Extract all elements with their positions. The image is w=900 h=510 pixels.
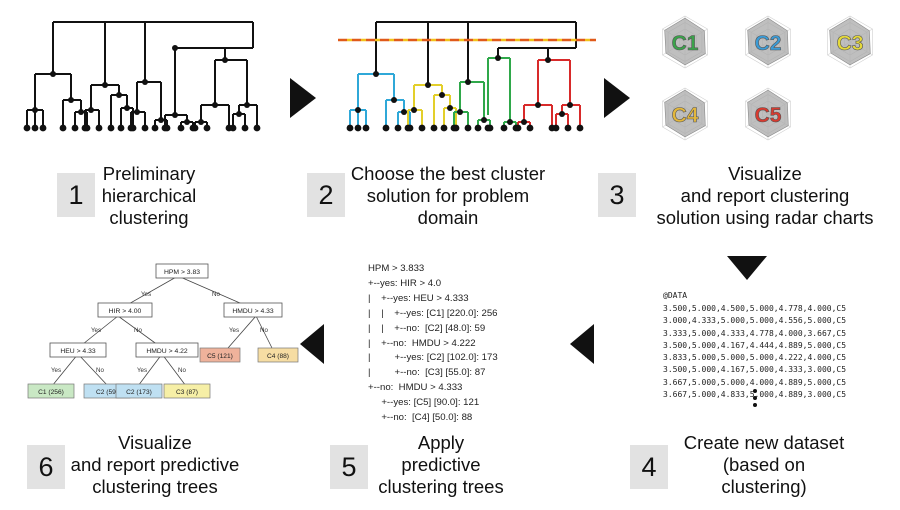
dataset-header: @DATA bbox=[663, 291, 688, 300]
tree-text-line: | +--yes: HEU > 4.333 bbox=[368, 292, 469, 304]
tree-leaf-box bbox=[27, 383, 75, 399]
edge-label-yes: Yes bbox=[229, 327, 239, 334]
tree-text-line: | +--yes: [C2] [102.0]: 173 bbox=[368, 352, 498, 364]
tree-leaf-label: C4 (88) bbox=[267, 353, 289, 360]
step-number-4: 4 bbox=[630, 445, 668, 489]
arrow-right-icon bbox=[604, 78, 630, 118]
tree-leaf-box bbox=[199, 347, 241, 363]
tree-leaf-label: C1 (256) bbox=[38, 389, 64, 396]
tree-text-line: +--no: [C4] [50.0]: 88 bbox=[368, 412, 473, 424]
dataset-row: 3.000,4.333,5.000,5.000,4.556,5.000,C5 bbox=[663, 316, 847, 326]
tree-leaf-box bbox=[115, 383, 163, 399]
step-number-2: 2 bbox=[307, 173, 345, 217]
edge-label-yes: Yes bbox=[91, 327, 101, 334]
step-number-3: 3 bbox=[598, 173, 636, 217]
radar-chart-c5: C5 bbox=[745, 87, 791, 141]
dataset-row: 3.667,5.000,4.833,5.000,4.889,3.000,C5 bbox=[663, 390, 847, 400]
tree-node-left: HIR > 4.00 bbox=[109, 308, 142, 315]
tree-text-line: +--yes: HIR > 4.0 bbox=[368, 277, 442, 289]
radar-chart-c2: C2 bbox=[745, 15, 791, 69]
tree-text-output: HPM > 3.833 +--yes: HIR > 4.0 | +--yes: HE… bbox=[368, 262, 498, 426]
edge-label-no: No bbox=[96, 367, 104, 374]
dendrogram-plain bbox=[23, 21, 261, 132]
dataset-rows: 3.500,5.000,4.500,5.000,4.778,4.000,C5 3.… bbox=[663, 303, 846, 401]
arrow-left-icon bbox=[570, 324, 594, 364]
radar-chart-label: C5 bbox=[755, 104, 782, 127]
tree-text-line: | +--no: [C3] [55.0]: 87 bbox=[368, 367, 486, 379]
dataset-row: 3.500,5.000,4.500,5.000,4.778,4.000,C5 bbox=[663, 304, 847, 313]
radar-chart-c1: C1 bbox=[662, 15, 708, 69]
tree-text-line: +--yes: [C5] [90.0]: 121 bbox=[368, 397, 480, 409]
step-number-1: 1 bbox=[57, 173, 95, 217]
step-number-5: 5 bbox=[330, 445, 368, 489]
tree-text-line: +--no: HMDU > 4.333 bbox=[368, 382, 463, 394]
tree-leaf-label: C2 (173) bbox=[126, 389, 152, 396]
arrow-down-icon bbox=[727, 256, 767, 280]
edge-label-no: No bbox=[178, 367, 186, 374]
tree-leaf-label: C5 (121) bbox=[207, 353, 233, 360]
tree-diagram: HPM > 3.83 HIR > 4.00 HMDU > 4.33 HEU > … bbox=[27, 263, 299, 399]
radar-chart-label: C2 bbox=[755, 32, 782, 55]
tree-leaf-box bbox=[163, 383, 211, 399]
tree-leaf-label: C3 (87) bbox=[176, 389, 198, 396]
tree-text-line: | | +--no: [C2] [48.0]: 59 bbox=[368, 322, 486, 334]
tree-leaf-label: C2 (59) bbox=[96, 389, 118, 396]
ellipsis-icon bbox=[753, 389, 759, 407]
tree-node-left-left: HEU > 4.33 bbox=[60, 348, 96, 355]
edge-label-no: No bbox=[260, 327, 268, 334]
radar-chart-label: C1 bbox=[672, 32, 699, 55]
radar-chart-label: C4 bbox=[672, 104, 699, 127]
tree-node-right: HMDU > 4.33 bbox=[232, 308, 274, 315]
arrow-right-icon bbox=[290, 78, 316, 118]
tree-text-line: HPM > 3.833 bbox=[368, 263, 425, 274]
edge-label-yes: Yes bbox=[137, 367, 147, 374]
tree-node-left-right: HMDU > 4.22 bbox=[146, 348, 188, 355]
tree-root-node: HPM > 3.83 bbox=[164, 269, 200, 276]
tree-leaf-box bbox=[257, 347, 299, 363]
dataset-row: 3.833,5.000,5.000,5.000,4.222,4.000,C5 bbox=[663, 353, 847, 363]
dendrogram-colored bbox=[338, 21, 596, 132]
radar-chart-c4: C4 bbox=[662, 87, 708, 141]
edge-label-no: No bbox=[134, 327, 142, 334]
step-number-6: 6 bbox=[27, 445, 65, 489]
dataset-row: 3.333,5.000,4.333,4.778,4.000,3.667,C5 bbox=[663, 328, 847, 338]
edge-label-yes: Yes bbox=[141, 291, 151, 298]
dataset-row: 3.667,5.000,5.000,4.000,4.889,5.000,C5 bbox=[663, 377, 847, 387]
edge-label-yes: Yes bbox=[51, 367, 61, 374]
radar-chart-c3: C3 bbox=[827, 15, 873, 69]
tree-text-line: | +--no: HMDU > 4.222 bbox=[368, 337, 476, 349]
radar-chart-label: C3 bbox=[837, 32, 864, 55]
dataset-row: 3.500,5.000,4.167,4.444,4.889,5.000,C5 bbox=[663, 340, 847, 350]
dataset-row: 3.500,5.000,4.167,5.000,4.333,3.000,C5 bbox=[663, 365, 847, 375]
edge-label-no: No bbox=[212, 291, 220, 298]
tree-text-line: | | +--yes: [C1] [220.0]: 256 bbox=[368, 307, 498, 319]
arrow-left-icon bbox=[300, 324, 324, 364]
